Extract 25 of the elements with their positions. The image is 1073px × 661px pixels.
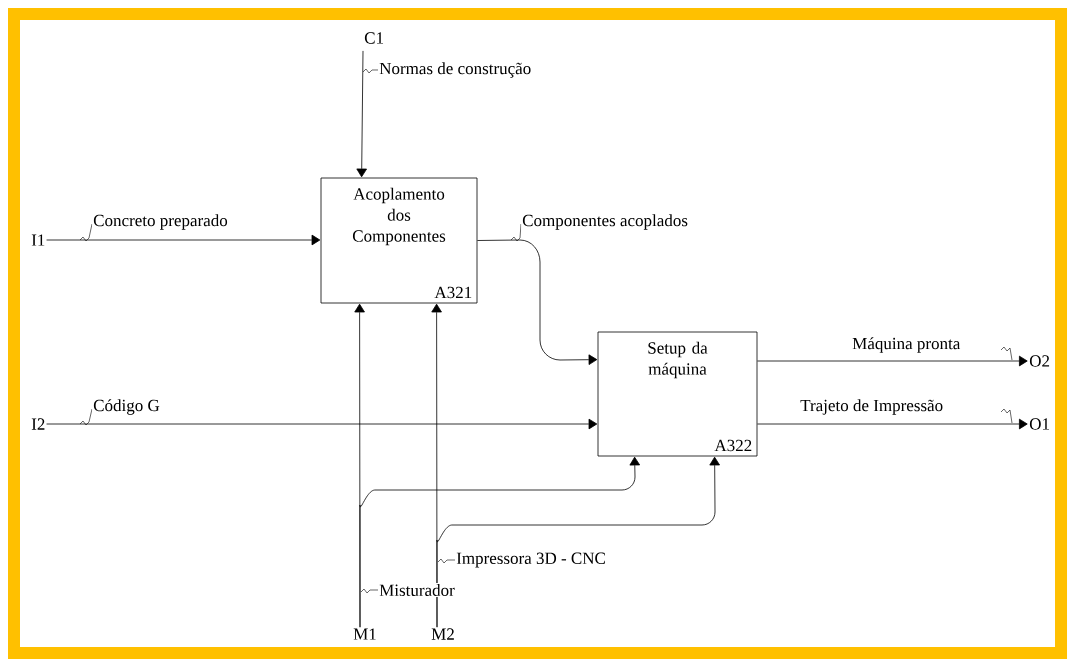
edge-label: Componentes acoplados — [510, 213, 689, 242]
boundary-label: C1 — [364, 32, 384, 44]
edge-label: Impressora 3D - CNC — [437, 551, 607, 569]
arrow — [46, 418, 598, 430]
process-box: Setup da máquina A322 — [597, 331, 758, 457]
edge-label: Trajeto de Impressão — [799, 398, 1013, 424]
arrow — [436, 456, 720, 628]
boundary-label: I1 — [31, 234, 45, 246]
arrow — [477, 239, 598, 365]
boundary-label: M2 — [431, 628, 454, 640]
edge-label: Código G — [79, 398, 161, 426]
boundary-label: O2 — [1029, 355, 1050, 367]
arrow — [757, 355, 1028, 367]
edge-label: Misturador — [360, 583, 456, 597]
edge-label: Máquina pronta — [851, 336, 1013, 361]
process-box: Acoplamento dos Componentes A321 — [320, 177, 478, 304]
arrow — [356, 50, 367, 178]
arrow — [46, 234, 321, 246]
boundary-label: I2 — [31, 418, 45, 430]
edge-label: Concreto preparado — [79, 213, 229, 242]
boundary-label: M1 — [353, 628, 376, 640]
arrow — [359, 456, 641, 628]
arrow — [757, 418, 1028, 430]
boundary-label: O1 — [1029, 418, 1049, 430]
edge-label: Normas de construção — [362, 61, 533, 79]
